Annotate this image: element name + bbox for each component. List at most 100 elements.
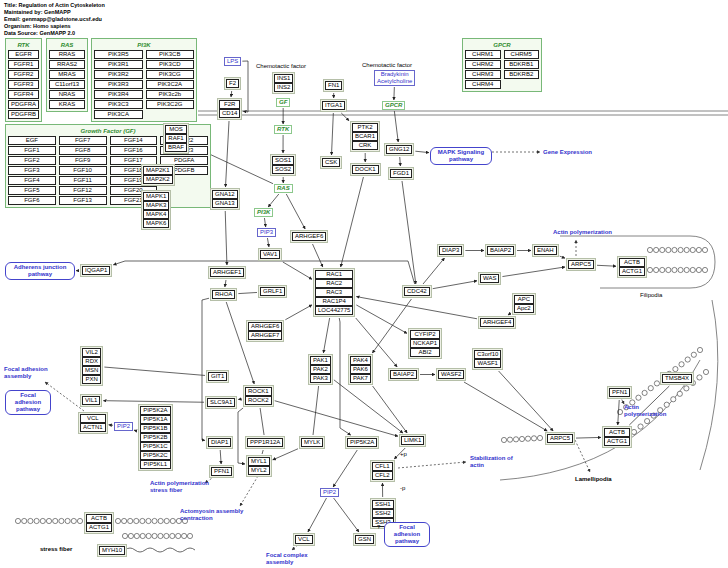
actin-monomer bbox=[673, 366, 678, 371]
connector bbox=[313, 244, 323, 267]
gene-name: BRAF bbox=[165, 143, 187, 152]
gene-name: DIAP1 bbox=[208, 438, 231, 447]
gene-name: FGF14 bbox=[110, 136, 158, 145]
connector bbox=[283, 135, 284, 153]
gene-name: PDGFRA bbox=[8, 100, 39, 109]
gene-box: CFL1CFL2 bbox=[370, 460, 395, 482]
actin-monomer bbox=[648, 386, 653, 391]
gene-name: VIL2 bbox=[82, 348, 101, 357]
gene-name: MAPK6 bbox=[143, 219, 169, 228]
gene-name: SSH2 bbox=[372, 509, 394, 518]
gene-name: PIK3R4 bbox=[94, 90, 143, 99]
gene-name: LOC442775 bbox=[315, 306, 353, 315]
connector bbox=[332, 113, 334, 155]
gene-box: FN1 bbox=[323, 79, 344, 92]
connector bbox=[283, 262, 312, 279]
connector bbox=[433, 281, 477, 289]
actin-monomer bbox=[128, 518, 133, 523]
gene-name: GNA12 bbox=[212, 190, 238, 199]
cell-membrane bbox=[700, 300, 718, 470]
connector bbox=[283, 177, 284, 183]
gene-box: BAIAP2 bbox=[485, 244, 516, 257]
gene-name: MYH10 bbox=[99, 546, 125, 555]
gene-name: MRAS bbox=[49, 70, 85, 79]
gene-name: VCL bbox=[80, 414, 106, 423]
gene-name: FGF13 bbox=[59, 196, 107, 205]
actin-monomer bbox=[53, 518, 58, 523]
gene-name: DOCK1 bbox=[352, 165, 379, 174]
gene-name: FN1 bbox=[325, 81, 342, 90]
actin-monomer bbox=[513, 437, 518, 442]
compound-box: BradykininAcetylcholine bbox=[374, 70, 415, 86]
gene-name: FGF8 bbox=[59, 146, 107, 155]
connector bbox=[225, 211, 227, 265]
connector bbox=[238, 408, 245, 464]
gene-name: FGF5 bbox=[8, 186, 56, 195]
gene-name: PIK3R1 bbox=[94, 60, 143, 69]
gene-name: RAC3 bbox=[315, 288, 353, 297]
connector bbox=[365, 153, 366, 162]
actin-monomer bbox=[519, 436, 524, 441]
gene-name: PIK3R2 bbox=[94, 70, 143, 79]
annotation-text: Filipodia bbox=[640, 292, 662, 299]
group-box: RTK bbox=[274, 125, 292, 134]
actin-monomer bbox=[501, 437, 506, 442]
gene-box: BAIAP2 bbox=[388, 368, 419, 381]
connector bbox=[260, 408, 264, 435]
actin-monomer bbox=[531, 436, 536, 441]
gene-name: PAK2 bbox=[310, 365, 331, 374]
lamellipodia-outline bbox=[500, 360, 700, 480]
annotation-text: Focal complex assembly bbox=[266, 552, 316, 566]
gene-name: RAC2 bbox=[315, 279, 353, 288]
annotation-text: -p bbox=[400, 485, 405, 492]
actin-monomer bbox=[158, 533, 163, 538]
pathway-name: Adherens junction pathway bbox=[10, 264, 70, 278]
actin-monomer bbox=[678, 267, 683, 272]
gene-name: RAF1 bbox=[165, 134, 187, 143]
gene-name: FGFR2 bbox=[8, 70, 39, 79]
gene-name: CHRM3 bbox=[465, 70, 501, 79]
gene-name: MSN bbox=[82, 366, 101, 375]
connector bbox=[113, 261, 414, 284]
node-label: PIP2 bbox=[117, 423, 130, 430]
node-label: Bradykinin bbox=[377, 71, 412, 78]
actin-monomer bbox=[679, 362, 684, 367]
annotation-text: Gene Expression bbox=[543, 149, 592, 156]
node-label: PIP2 bbox=[323, 489, 336, 496]
gene-name: RAC1P4 bbox=[315, 297, 353, 306]
gene-group-panel: PI3KPIK3R5PIK3R1PIK3R2PIK3R3PIK3R4PIK3C3… bbox=[91, 38, 197, 122]
actin-monomer bbox=[685, 357, 690, 362]
leader-arrow bbox=[575, 440, 590, 472]
actin-monomer bbox=[654, 267, 659, 272]
gene-name: ROCK2 bbox=[245, 396, 272, 405]
actin-monomer bbox=[702, 247, 707, 252]
gene-name: FGF3 bbox=[8, 166, 56, 175]
gene-name: C3orf10 bbox=[474, 350, 501, 359]
gene-group-panel: GPCRCHRM1CHRM2CHRM3CHRM4CHRM5BDKRB1BDKRB… bbox=[462, 38, 542, 92]
gene-name: GRLF1 bbox=[260, 287, 285, 296]
annotation-text: ? bbox=[377, 524, 380, 531]
gene-box: DIAP3 bbox=[437, 244, 464, 257]
gene-box: APCApc2 bbox=[512, 293, 536, 315]
connector bbox=[323, 318, 329, 353]
connector bbox=[286, 194, 305, 229]
actin-monomer bbox=[697, 375, 702, 380]
actin-monomer bbox=[684, 267, 689, 272]
connector bbox=[394, 111, 398, 142]
leader-arrow bbox=[576, 240, 577, 256]
connector bbox=[225, 280, 226, 287]
pathway-box: Focal adhesion pathway bbox=[5, 390, 51, 415]
gene-name: GNG12 bbox=[386, 145, 412, 154]
actin-monomer bbox=[134, 518, 139, 523]
node-label: RTK bbox=[277, 126, 289, 133]
actin-monomer bbox=[140, 533, 145, 538]
connector bbox=[134, 430, 137, 431]
actin-monomer bbox=[666, 267, 671, 272]
gene-name: PDGFRB bbox=[8, 110, 39, 119]
gene-name: PIP5KL1 bbox=[140, 460, 171, 469]
gene-box: VIL2RDXMSNPXN bbox=[80, 346, 103, 386]
gene-name: MAPK4 bbox=[143, 210, 169, 219]
gene-box: ARHGEF1 bbox=[208, 266, 246, 279]
leader-arrow bbox=[492, 152, 540, 153]
connector bbox=[238, 398, 242, 400]
